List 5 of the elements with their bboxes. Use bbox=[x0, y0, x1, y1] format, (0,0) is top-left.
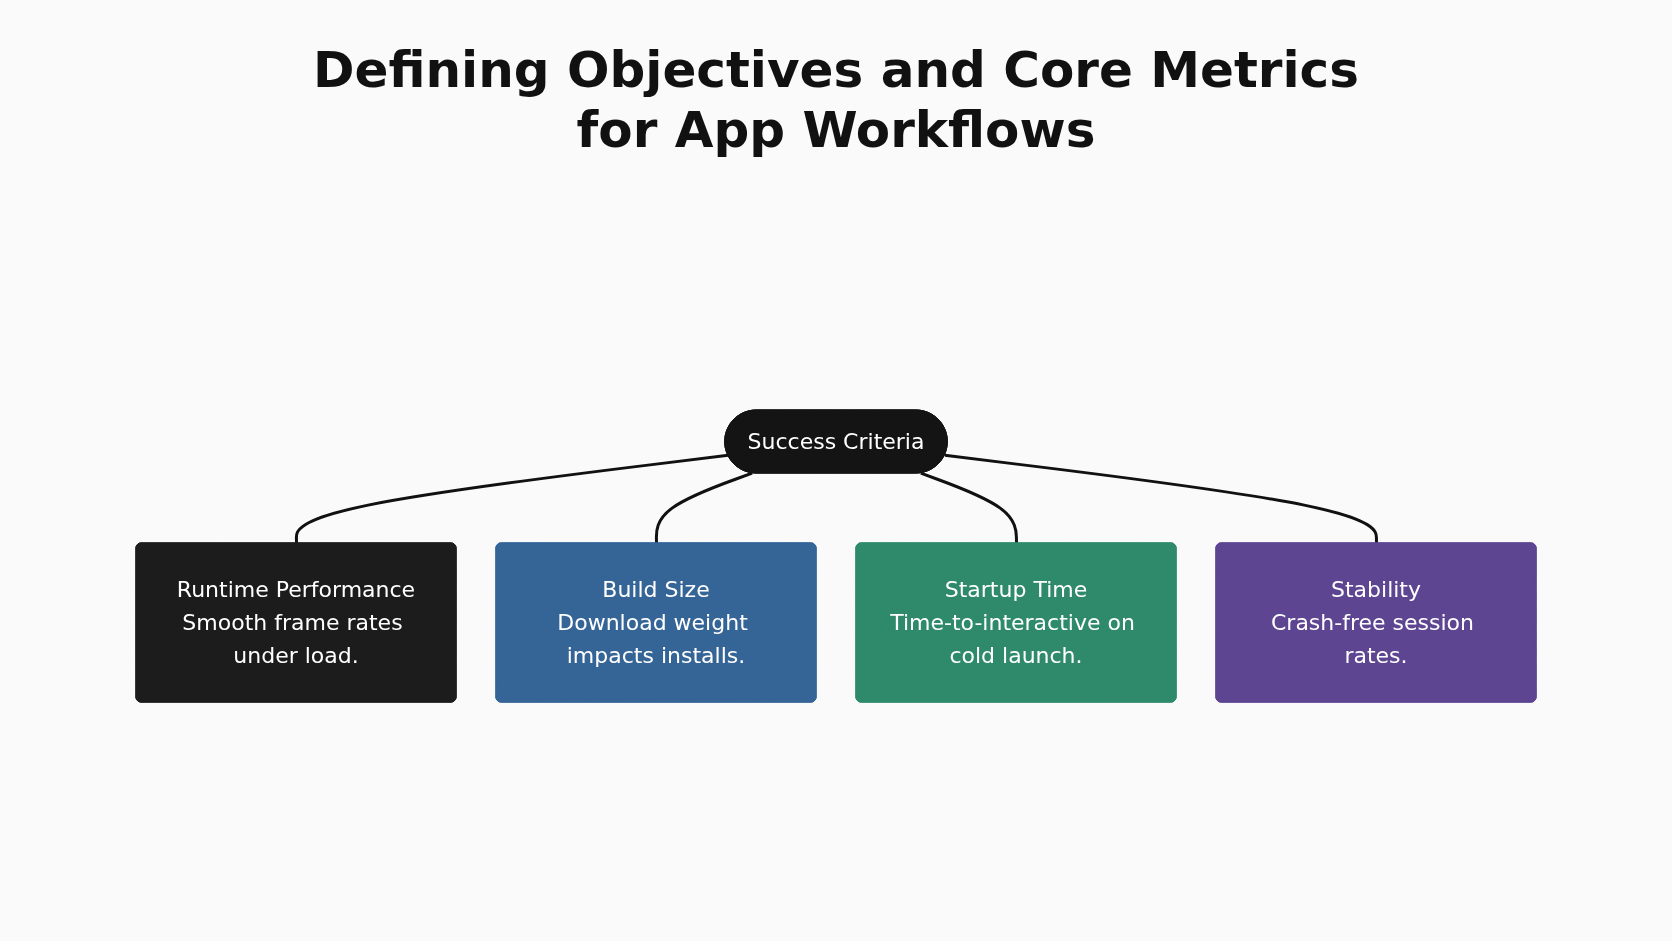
connector bbox=[920, 471, 1018, 544]
diagram-title: Defining Objectives and Core Metrics for App Workflows bbox=[312, 40, 1360, 160]
connector bbox=[944, 453, 1378, 544]
connector bbox=[654, 471, 753, 544]
connector bbox=[294, 453, 729, 544]
